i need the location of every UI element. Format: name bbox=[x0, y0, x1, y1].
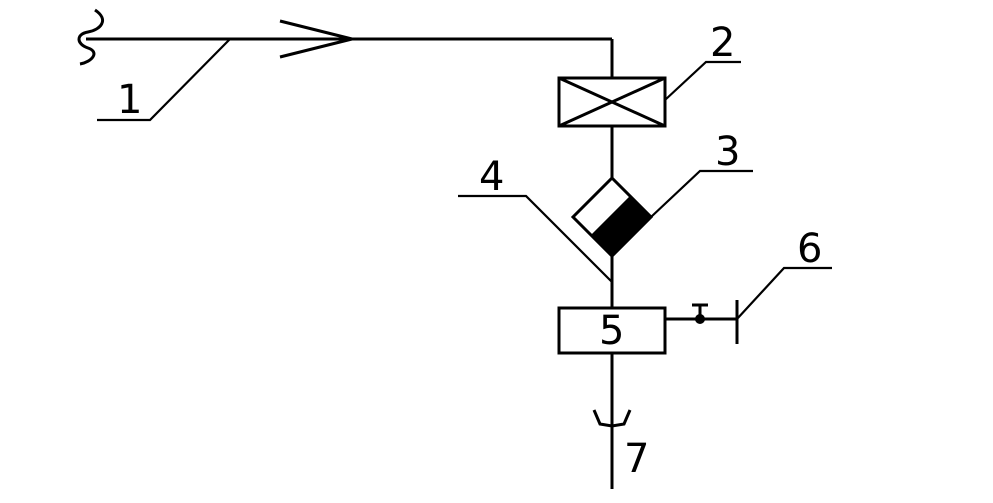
leader-3 bbox=[650, 169, 753, 218]
leader-1 bbox=[97, 38, 231, 122]
label-1: 1 bbox=[117, 77, 142, 123]
leader-2 bbox=[664, 60, 741, 101]
label-5: 5 bbox=[599, 308, 624, 354]
flow-arrow bbox=[279, 19, 353, 59]
component-3-diamond bbox=[570, 175, 654, 259]
label-3: 3 bbox=[715, 129, 740, 175]
component-7-outlet bbox=[592, 409, 632, 428]
label-2: 2 bbox=[710, 20, 735, 66]
component-5-box bbox=[557, 306, 667, 355]
leader-6 bbox=[736, 266, 832, 320]
leader-4 bbox=[458, 194, 613, 283]
break-symbol bbox=[77, 8, 105, 66]
component-2-box bbox=[557, 76, 667, 128]
label-7: 7 bbox=[624, 436, 649, 482]
label-6: 6 bbox=[797, 226, 822, 272]
component-6-branch bbox=[665, 300, 739, 344]
label-4: 4 bbox=[479, 154, 504, 200]
